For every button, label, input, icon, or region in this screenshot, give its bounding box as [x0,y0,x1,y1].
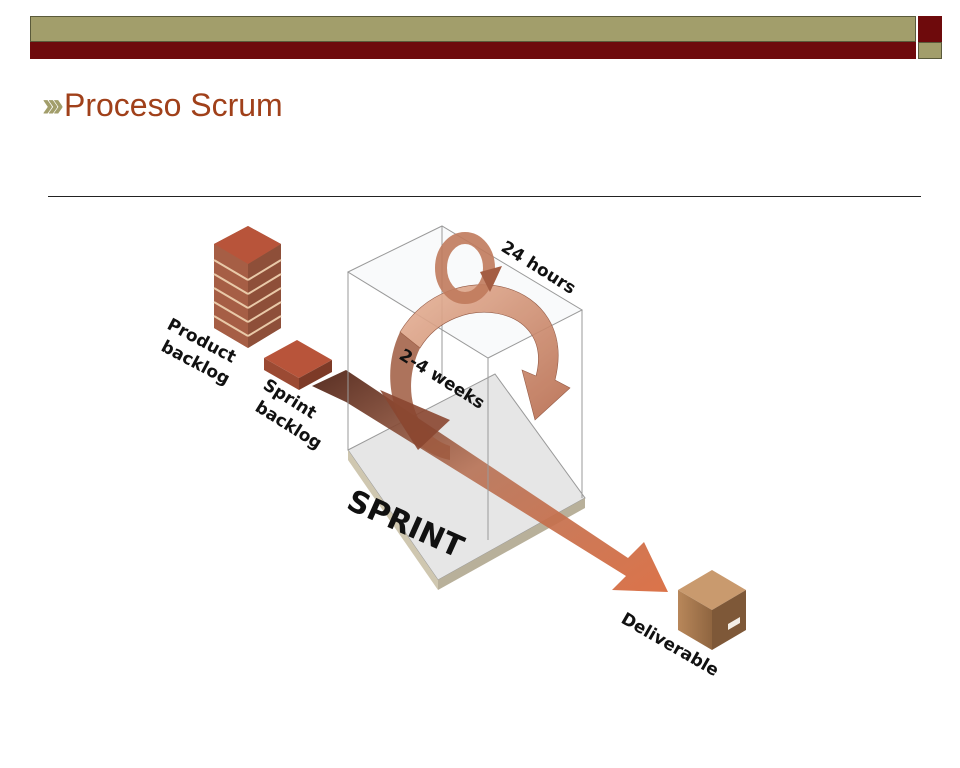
sprint-flow-arrow [312,370,668,592]
sprint-backlog-tile [264,340,332,390]
title-row: ››› Proceso Scrum [42,88,283,122]
daily-cycle-loop [435,232,502,304]
title-divider [48,196,921,197]
header-corner-olive [918,42,942,59]
header-maroon-stripe [30,42,916,59]
deliverable-box-icon [678,570,746,650]
scrum-process-diagram: Product backlog Sprint backlog 24 hours … [158,225,746,681]
sprint-cycle-loop [380,284,571,460]
chevron-bullet-icon: ››› [42,86,64,124]
header-olive-stripe [30,16,916,42]
slide-title: Proceso Scrum [63,87,283,123]
product-backlog-stack [213,226,282,348]
header-corner-maroon [918,16,942,42]
header-bar [30,16,942,60]
